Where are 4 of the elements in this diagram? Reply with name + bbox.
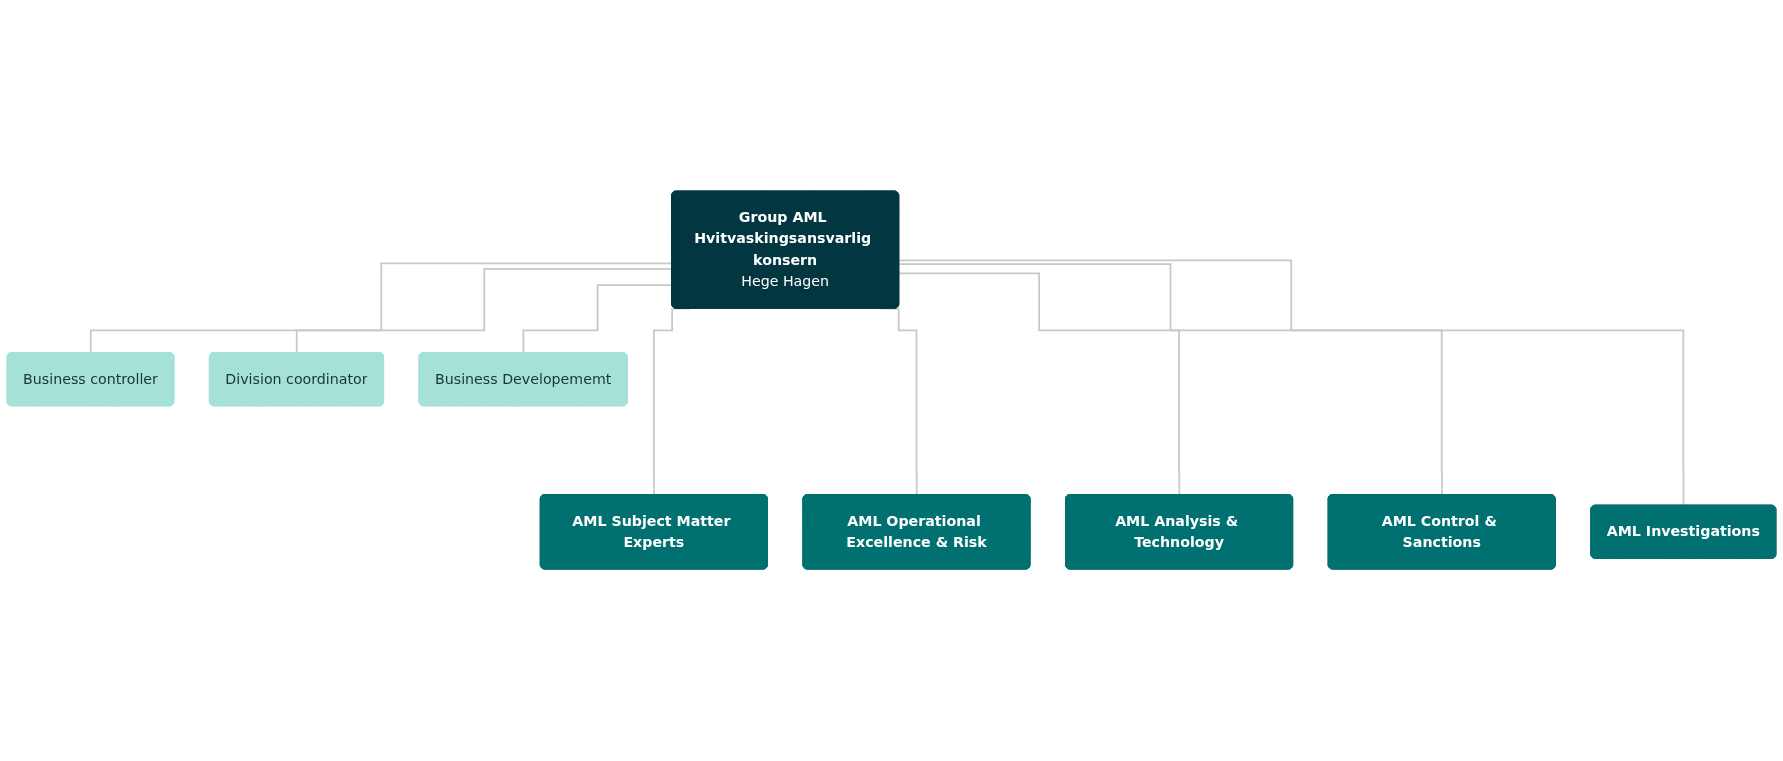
connector — [522, 284, 673, 355]
connector — [898, 259, 1685, 507]
connector — [295, 268, 673, 355]
connector — [89, 262, 673, 355]
